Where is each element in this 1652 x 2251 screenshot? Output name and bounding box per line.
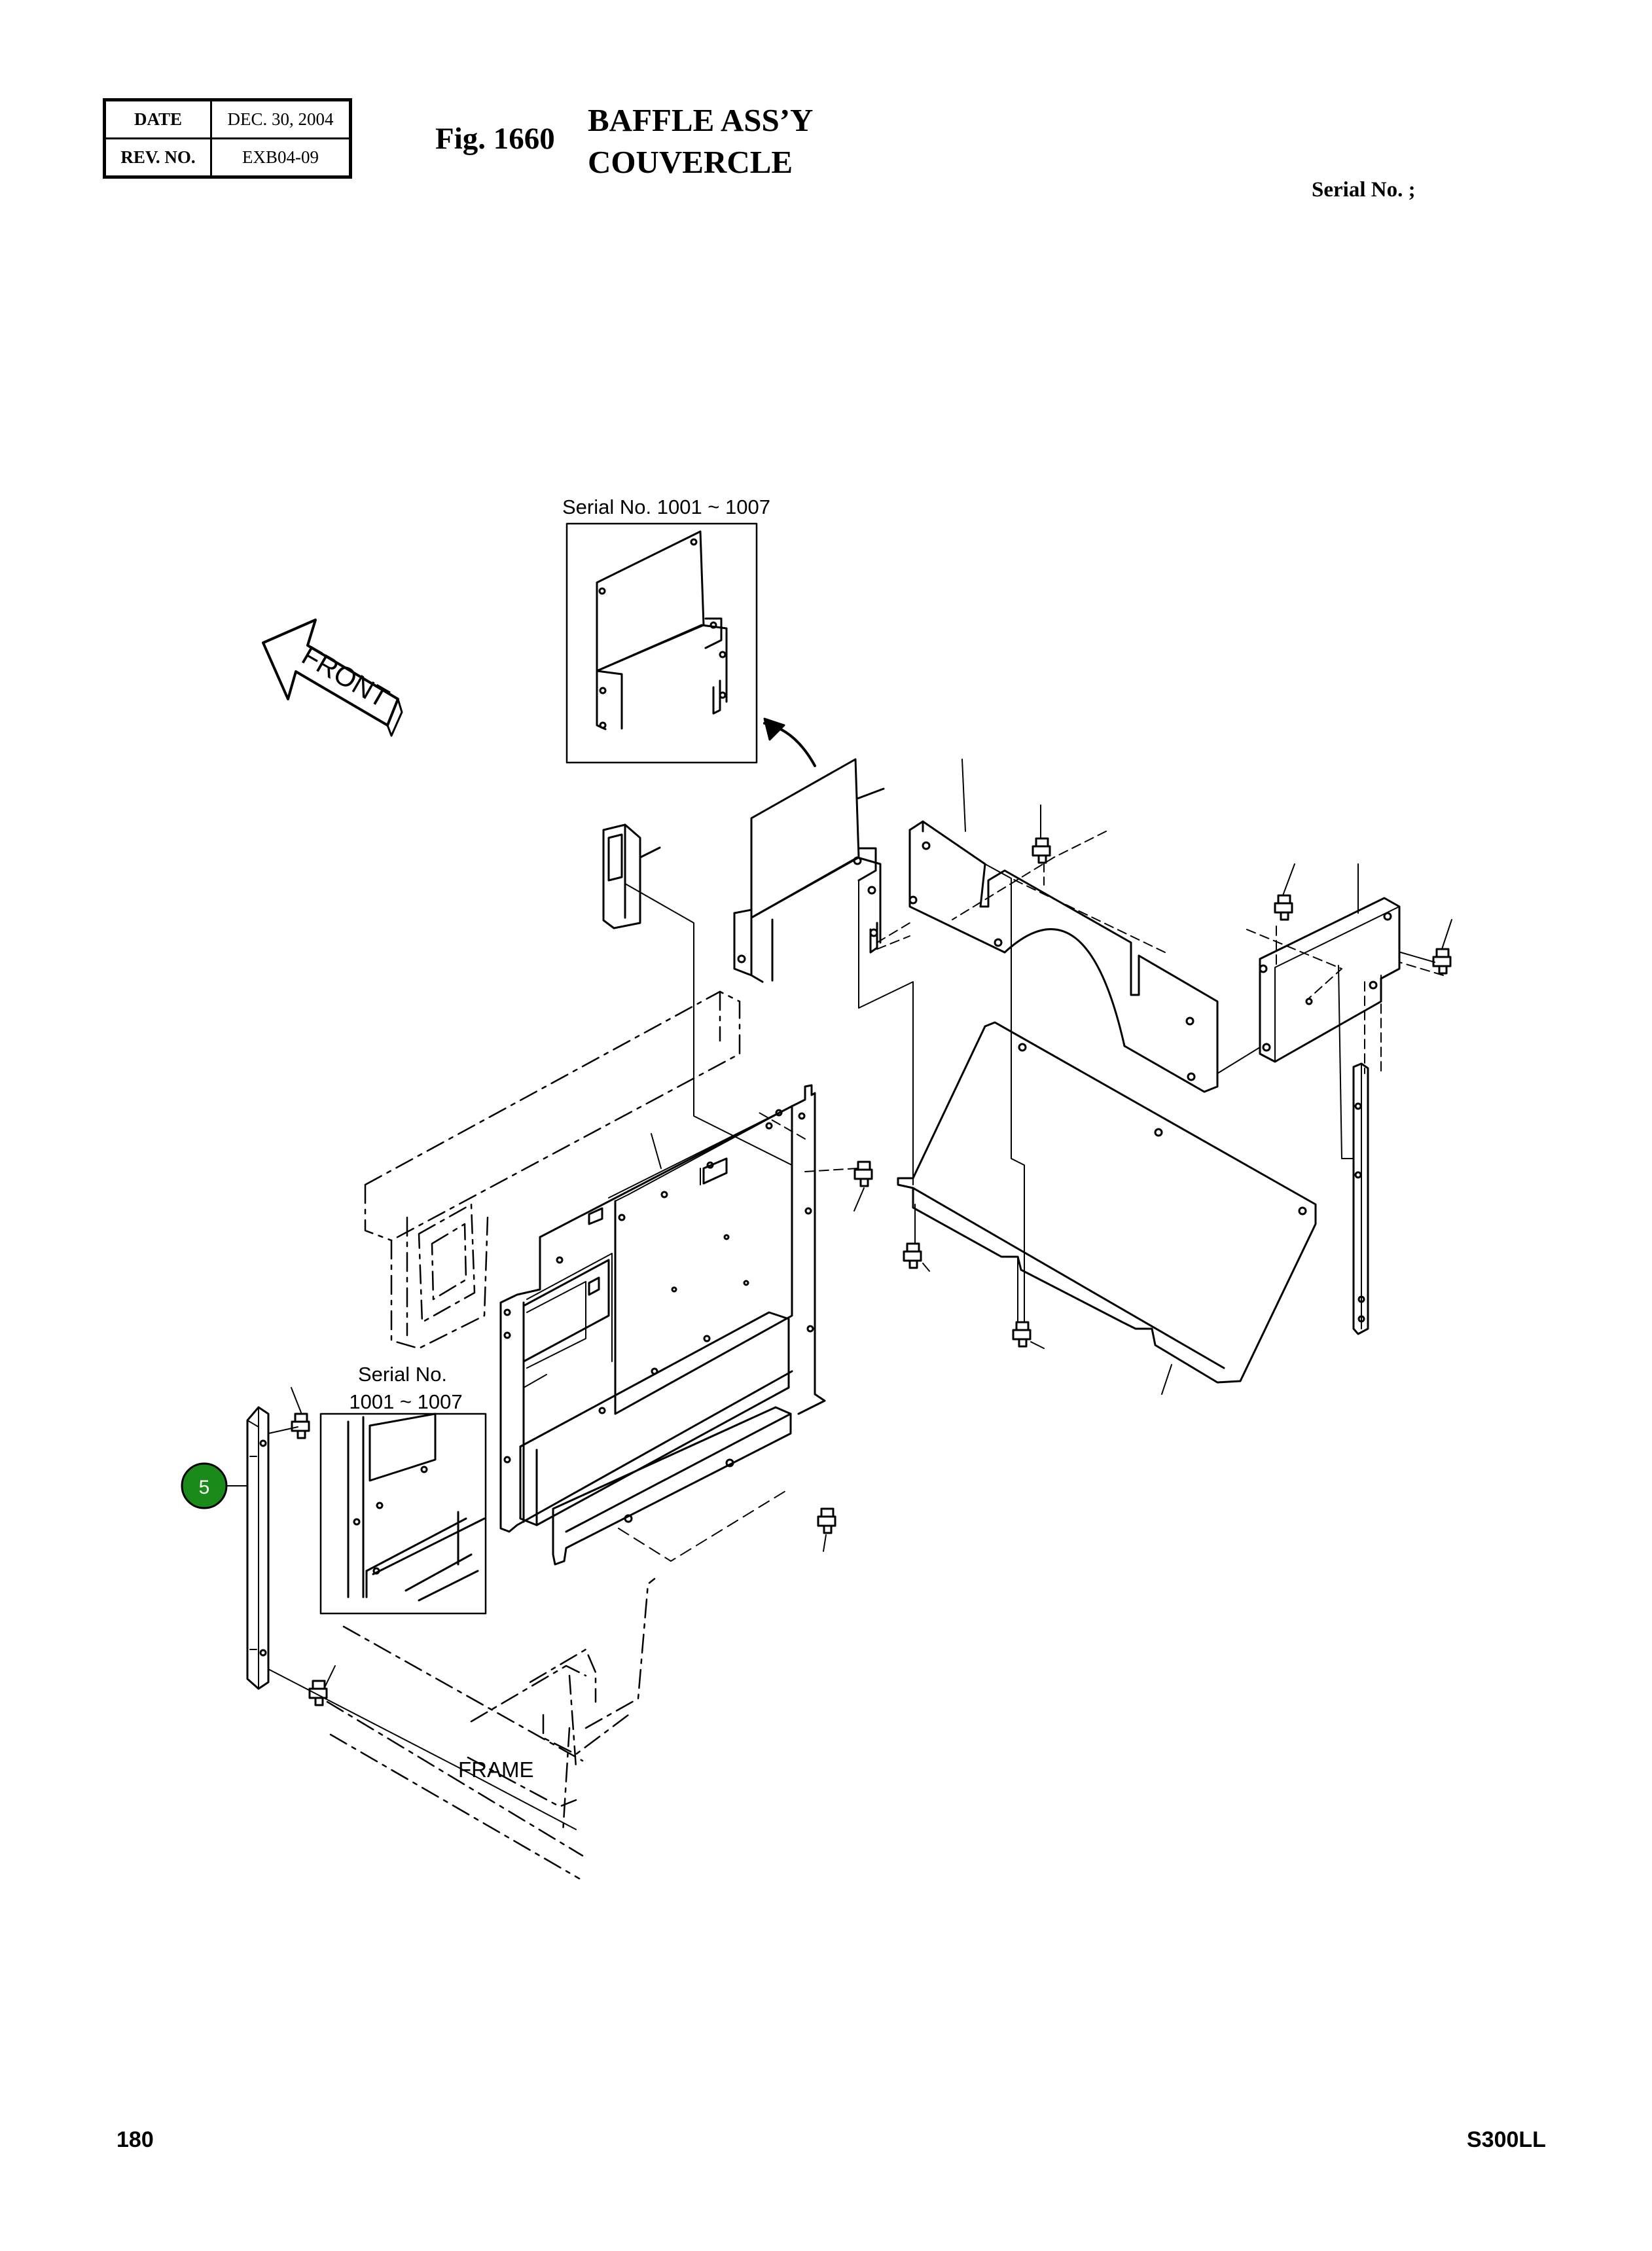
callout-5[interactable]: 5 xyxy=(181,1462,228,1509)
revision-table: DATE DEC. 30, 2004 REV. NO. EXB04-09 xyxy=(103,98,352,179)
bolt-5 xyxy=(903,1242,922,1269)
bolt-6 xyxy=(1012,1321,1032,1348)
bolt-3 xyxy=(1432,948,1452,975)
left-vertical-strap xyxy=(246,1406,270,1690)
inset-left-caption-line2: 1001 ~ 1007 xyxy=(349,1390,462,1413)
bolts xyxy=(291,837,1452,1706)
figure-title-english: BAFFLE ASS’Y xyxy=(588,102,814,138)
date-value: DEC. 30, 2004 xyxy=(210,99,351,139)
inset-left-caption-line1: Serial No. xyxy=(358,1363,447,1386)
rev-label: REV. NO. xyxy=(103,137,212,178)
inset-top-caption: Serial No. 1001 ~ 1007 xyxy=(562,495,770,518)
date-label: DATE xyxy=(103,99,212,139)
frame-label: FRAME xyxy=(458,1757,534,1782)
bolt-2 xyxy=(1274,894,1293,921)
page-number: 180 xyxy=(117,2127,154,2152)
bulkhead-arc xyxy=(908,759,1219,1093)
bolt-7 xyxy=(817,1507,836,1534)
right-end-plate xyxy=(1259,863,1401,1063)
front-arrow xyxy=(262,619,403,737)
model-name: S300LL xyxy=(1467,2127,1546,2152)
figure-number: Fig. 1660 xyxy=(435,122,555,156)
phantom-frame-lower xyxy=(326,1577,656,1880)
small-bracket xyxy=(602,823,661,929)
callout-circle xyxy=(181,1462,228,1509)
phantom-rail-upper xyxy=(364,990,741,1350)
figure-title-french: COUVERCLE xyxy=(588,144,793,180)
figure-title: BAFFLE ASS’Y COUVERCLE xyxy=(588,99,813,183)
bolt-8 xyxy=(291,1413,310,1439)
bolt-1 xyxy=(1032,837,1051,864)
bolt-4 xyxy=(853,1161,873,1187)
callout-number: 5 xyxy=(199,1477,210,1498)
rev-value: EXB04-09 xyxy=(210,137,351,178)
right-vertical-strap xyxy=(1352,1062,1369,1335)
inset-top xyxy=(566,522,758,764)
upper-baffle xyxy=(733,758,885,983)
serial-number-label: Serial No. ; xyxy=(1312,178,1416,202)
deflector-tray xyxy=(897,1021,1317,1395)
assembly-lines xyxy=(268,831,1444,1830)
foot-channel xyxy=(552,1406,792,1566)
inset-left xyxy=(319,1413,487,1615)
leader-lines xyxy=(225,804,1452,1689)
large-side-panel xyxy=(499,1084,826,1533)
bolt-9 xyxy=(308,1680,328,1706)
front-label: FRONT xyxy=(297,639,395,713)
